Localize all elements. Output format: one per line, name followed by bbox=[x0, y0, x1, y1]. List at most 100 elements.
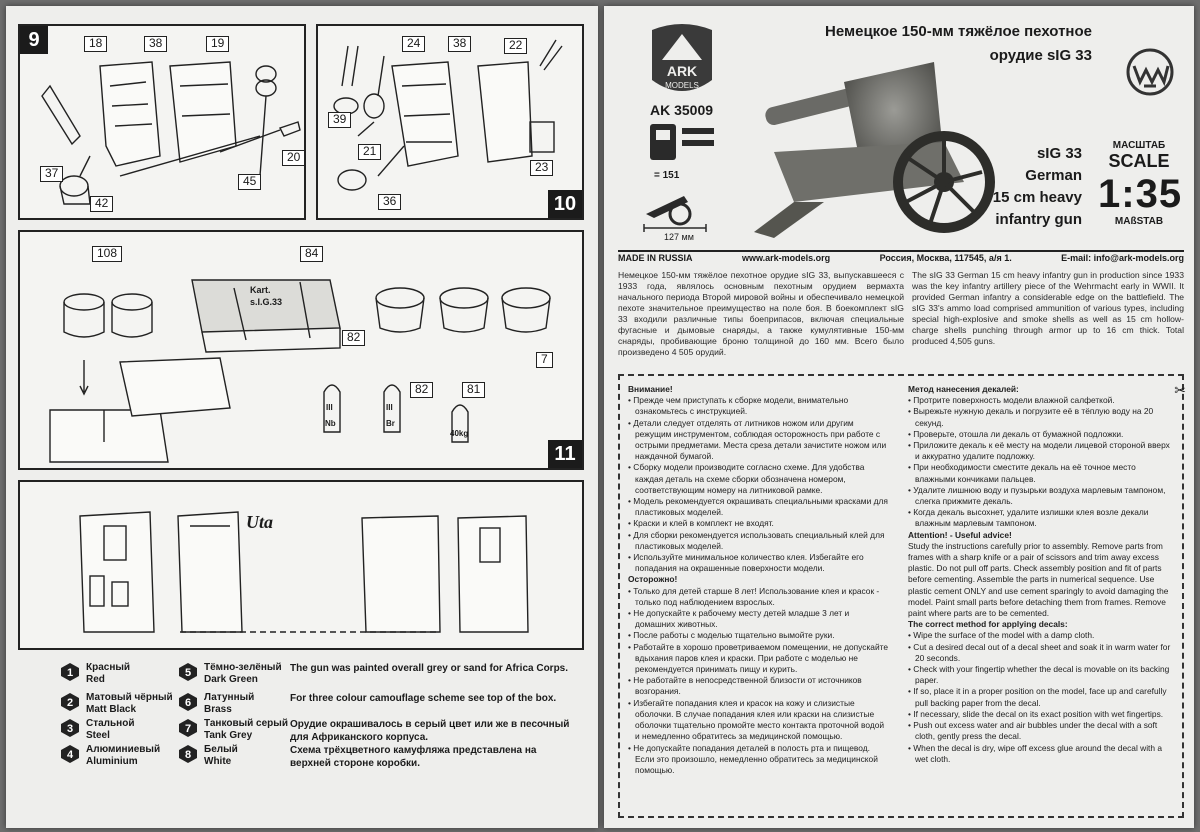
part-label: 19 bbox=[206, 36, 230, 52]
paint-ru: Тёмно-зелёный bbox=[204, 662, 282, 673]
shell-marking: Nb bbox=[325, 419, 336, 428]
part-label: 108 bbox=[92, 246, 123, 262]
part-label: 38 bbox=[144, 36, 168, 52]
crate-stencil: Kart. s.I.G.33 bbox=[250, 285, 283, 307]
note-item: Модель рекомендуется окрашивать специаль… bbox=[628, 496, 890, 518]
paint-ru: Красный bbox=[86, 662, 131, 673]
note-item: If so, place it in a proper position on … bbox=[908, 686, 1176, 708]
title-ru: Немецкое 150-мм тяжёлое пехотное орудие … bbox=[754, 20, 1092, 68]
paint-badge: 7 bbox=[178, 718, 198, 738]
svg-text:2: 2 bbox=[67, 697, 73, 709]
part-label: 38 bbox=[448, 36, 472, 52]
attention-heading-en: Attention! - Useful advice! bbox=[908, 529, 1012, 540]
paint-ru: Танковый серый bbox=[204, 718, 288, 729]
note-item: После работы с моделью тщательно вымойте… bbox=[628, 630, 890, 641]
scale-label-de: MAßSTAB bbox=[1114, 216, 1164, 227]
title-en: sIG 33 German 15 cm heavy infantry gun bbox=[964, 143, 1082, 231]
postal-address: Россия, Москва, 117545, а/я 1. bbox=[879, 253, 1012, 263]
note-item: Детали следует отделять от литников ножо… bbox=[628, 418, 890, 463]
description-ru: Немецкое 150-мм тяжёлое пехотное орудие … bbox=[618, 270, 904, 357]
note-item: Удалите лишнюю воду и пузырьки воздуха м… bbox=[908, 485, 1176, 507]
part-label: 82 bbox=[342, 330, 366, 346]
paint-ru: Матовый чёрный bbox=[86, 692, 173, 703]
attention-text-en: Study the instructions carefully prior t… bbox=[908, 540, 1169, 619]
shell-marking: III bbox=[386, 403, 393, 412]
kit-code: AK 35009 bbox=[650, 102, 714, 118]
scale-block: МАСШТАБ SCALE 1:35 MAßSTAB bbox=[1098, 140, 1183, 227]
right-page: ARK MODELS AK 35009 Немецкое 150-мм тяжё… bbox=[604, 6, 1194, 828]
note-item: Избегайте попадания клея и красок на кож… bbox=[628, 698, 890, 743]
step-9-drawing bbox=[41, 61, 301, 205]
notes-box: ✂ Внимание! Прежде чем приступать к сбор… bbox=[618, 374, 1186, 818]
paint-en: Matt Black bbox=[86, 704, 137, 715]
note-item: Вырежьте нужную декаль и погрузите её в … bbox=[908, 406, 1176, 428]
svg-text:ARK: ARK bbox=[667, 63, 697, 79]
step-number: 10 bbox=[548, 190, 582, 218]
paint-note-ru-2: Схема трёхцветного камуфляжа представлен… bbox=[290, 745, 537, 769]
part-label: 45 bbox=[238, 174, 262, 190]
paint-ru: Латунный bbox=[204, 692, 255, 703]
note-item: Не допускайте к рабочему месту детей мла… bbox=[628, 608, 890, 630]
shell-marking: 40kg bbox=[450, 429, 469, 438]
svg-text:8: 8 bbox=[185, 749, 191, 761]
note-item: Протрите поверхность модели влажной салф… bbox=[908, 395, 1176, 406]
step-9-panel: 9 18 38 19 37 42 45 20 bbox=[18, 24, 306, 220]
scale-value: 1:35 bbox=[1098, 172, 1183, 216]
paint-note-en-2: For three colour camouflage scheme see t… bbox=[290, 693, 557, 704]
decal-heading-ru: Метод нанесения декалей: bbox=[908, 384, 1019, 394]
step-11-panel: 108 84 82 7 82 81 Kart. s.I.G.33 III III… bbox=[18, 230, 584, 470]
website-link[interactable]: www.ark-models.org bbox=[741, 253, 831, 263]
paint-badge: 5 bbox=[178, 662, 198, 682]
note-item: Когда декаль высохнет, удалите излишки к… bbox=[908, 507, 1176, 529]
part-label: 20 bbox=[282, 150, 304, 166]
part-label: 42 bbox=[90, 196, 114, 212]
note-item: Краски и клей в комплект не входят. bbox=[628, 518, 890, 529]
part-label: 82 bbox=[410, 382, 434, 398]
note-item: При необходимости сместите декаль на её … bbox=[908, 462, 1176, 484]
step-10-panel: 24 38 22 39 21 23 36 10 bbox=[316, 24, 584, 220]
title-en-line: 15 cm heavy bbox=[992, 189, 1082, 206]
paint-note-ru-1: Орудие окрашивалось в серый цвет или же … bbox=[290, 719, 570, 743]
camo-script-text: Uta bbox=[246, 512, 273, 532]
svg-text:MODELS: MODELS bbox=[665, 81, 699, 90]
svg-text:6: 6 bbox=[185, 697, 191, 709]
svg-text:7: 7 bbox=[185, 723, 191, 735]
part-label: 37 bbox=[40, 166, 64, 182]
part-label: 18 bbox=[84, 36, 108, 52]
paint-ru: Стальной bbox=[86, 718, 135, 729]
note-item: Check with your fingertip whether the de… bbox=[908, 664, 1176, 686]
gun-shield-drawing bbox=[79, 511, 529, 633]
piece-count: = 151 bbox=[654, 170, 680, 181]
title-en-line: German bbox=[1025, 167, 1082, 184]
svg-text:1: 1 bbox=[67, 667, 73, 679]
title-en-line: infantry gun bbox=[995, 211, 1082, 228]
paint-badge: 4 bbox=[60, 744, 80, 764]
left-page: 9 18 38 19 37 42 45 20 bbox=[6, 6, 598, 828]
step-number: 9 bbox=[20, 26, 48, 54]
title-ru-line-2: орудие sIG 33 bbox=[989, 47, 1092, 64]
note-item: If necessary, slide the decal on its exa… bbox=[908, 709, 1176, 720]
part-label: 84 bbox=[300, 246, 324, 262]
notes-decals: Метод нанесения декалей: Протрите поверх… bbox=[908, 384, 1176, 765]
paint-en: Steel bbox=[86, 730, 110, 741]
note-item: Cut a desired decal out of a decal sheet… bbox=[908, 642, 1176, 664]
scissors-icon: ✂ bbox=[1174, 382, 1186, 398]
paint-en: Brass bbox=[204, 704, 232, 715]
caution-heading: Осторожно! bbox=[628, 574, 678, 585]
step-number: 11 bbox=[548, 440, 582, 468]
part-label: 24 bbox=[402, 36, 426, 52]
note-item: Не работайте в непосредственной близости… bbox=[628, 675, 890, 697]
note-item: Для сборки рекомендуется использовать сп… bbox=[628, 530, 890, 552]
paint-ru: Алюминиевый bbox=[86, 744, 161, 755]
note-item: Только для детей старше 8 лет! Использов… bbox=[628, 586, 890, 608]
note-item: When the decal is dry, wipe off excess g… bbox=[908, 743, 1176, 765]
marking-panel: Uta bbox=[18, 480, 584, 650]
step-10-drawing bbox=[333, 39, 563, 191]
shell-marking: Br bbox=[386, 419, 395, 428]
paint-badge: 1 bbox=[60, 662, 80, 682]
paint-en: Red bbox=[86, 674, 105, 685]
note-item: Не допускайте попадания деталей в полост… bbox=[628, 743, 890, 777]
paint-badge: 3 bbox=[60, 718, 80, 738]
email-link[interactable]: E-mail: info@ark-models.org bbox=[1061, 253, 1184, 263]
made-in: MADE IN RUSSIA bbox=[618, 253, 693, 263]
